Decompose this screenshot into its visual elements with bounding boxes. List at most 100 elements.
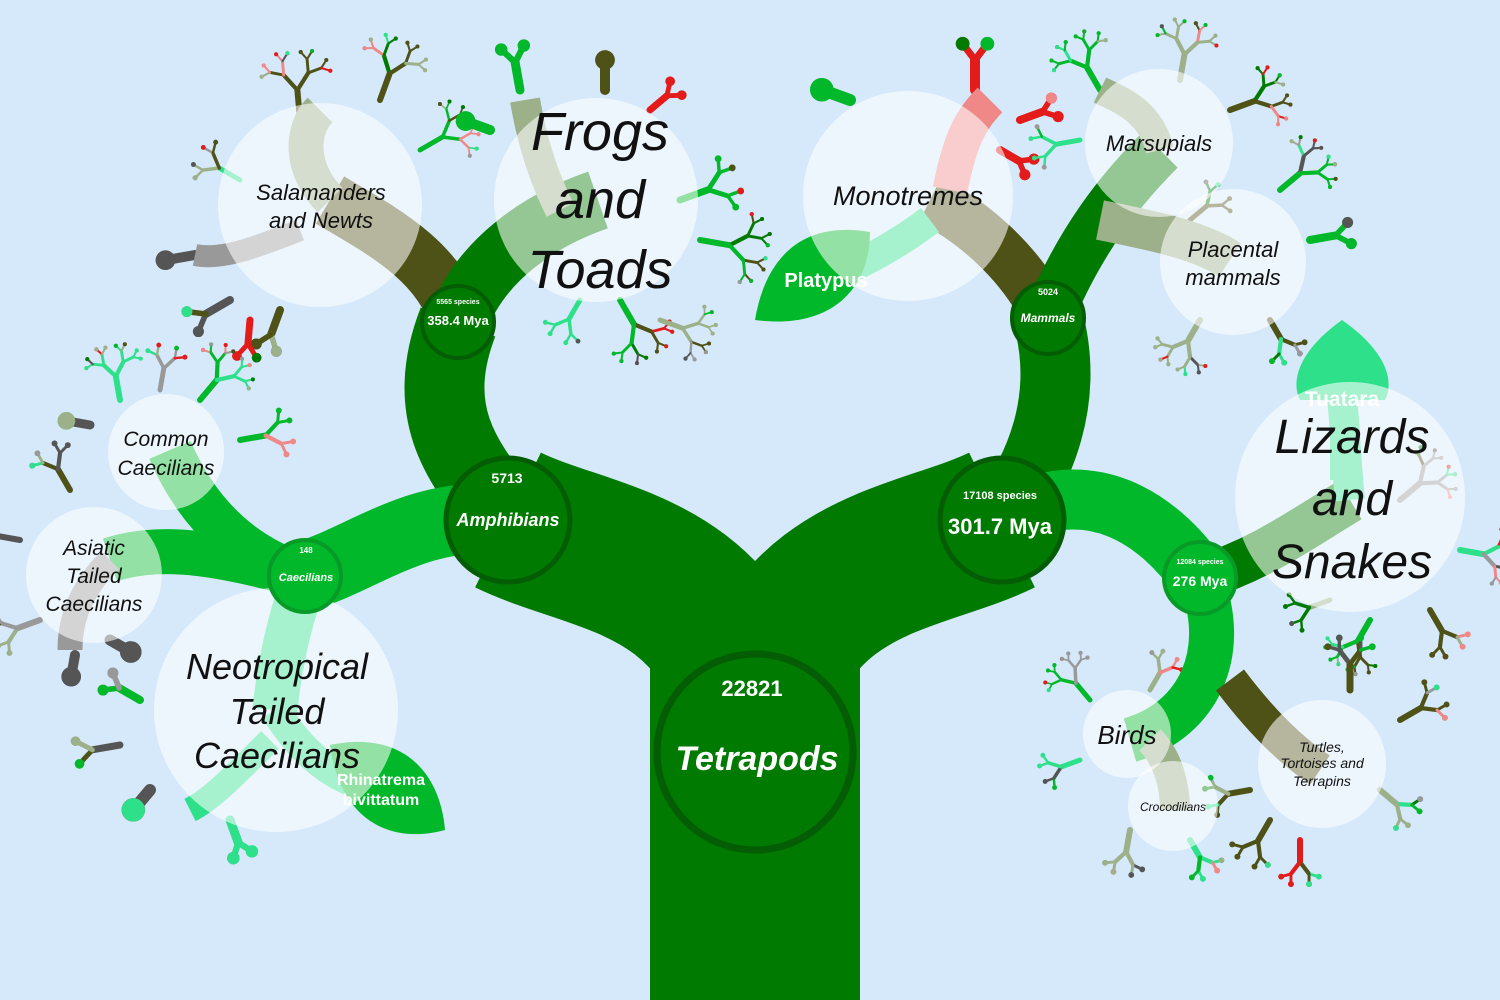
twig bbox=[1158, 665, 1175, 675]
twig bbox=[1068, 58, 1090, 70]
placentals-label-2[interactable]: mammals bbox=[1185, 265, 1280, 290]
twig-tip bbox=[200, 145, 206, 150]
rhinatrema-label-1[interactable]: Rhinatrema bbox=[337, 772, 425, 789]
placentals-label-1[interactable]: Placental bbox=[1188, 237, 1280, 262]
node-sauropsids[interactable] bbox=[1162, 540, 1238, 616]
asiatic-label-3[interactable]: Caecilians bbox=[46, 593, 143, 616]
twig bbox=[440, 118, 452, 139]
frogs-label-3[interactable]: Toads bbox=[527, 240, 672, 300]
caecilians-count: 148 bbox=[299, 546, 313, 555]
asiatic-label-2[interactable]: Tailed bbox=[66, 565, 123, 588]
common-caecilians-label-2[interactable]: Caecilians bbox=[118, 457, 215, 480]
twig-tip bbox=[1298, 135, 1303, 140]
tuatara-label[interactable]: Tuatara bbox=[1305, 388, 1380, 411]
twig-tip bbox=[710, 331, 715, 336]
twig bbox=[0, 533, 23, 543]
twig-tip bbox=[542, 319, 548, 325]
twig bbox=[1073, 680, 1093, 703]
twig bbox=[1494, 576, 1500, 584]
neotropical-label-1[interactable]: Neotropical bbox=[186, 646, 369, 687]
twig-tip bbox=[182, 354, 188, 360]
twig-tip bbox=[1299, 627, 1305, 633]
twig-tip bbox=[1289, 139, 1294, 144]
lizards-label-3[interactable]: Snakes bbox=[1272, 536, 1432, 589]
bubble-neotropical bbox=[154, 588, 398, 832]
common-caecilians-label-1[interactable]: Common bbox=[123, 428, 208, 451]
twig-tip bbox=[1218, 857, 1225, 864]
platypus-label[interactable]: Platypus bbox=[784, 270, 867, 292]
twig bbox=[1185, 338, 1193, 360]
twig-tip bbox=[1284, 116, 1289, 121]
frogs-label-2[interactable]: and bbox=[555, 170, 647, 230]
frogs-label-1[interactable]: Frogs bbox=[531, 102, 669, 162]
twig-tip bbox=[250, 377, 255, 382]
node-batrachia[interactable] bbox=[420, 284, 496, 360]
twig bbox=[629, 322, 637, 346]
twig bbox=[1293, 601, 1312, 610]
bubble-monotremes bbox=[803, 91, 1013, 301]
turtles-label-3[interactable]: Terrapins bbox=[1293, 773, 1351, 789]
twig-tip bbox=[1306, 881, 1312, 887]
twig-tip bbox=[415, 44, 420, 49]
twig-tip bbox=[1183, 372, 1188, 377]
twig-tip bbox=[121, 798, 146, 822]
twig bbox=[631, 322, 654, 334]
bubble-placentals bbox=[1160, 189, 1306, 335]
twig bbox=[1262, 80, 1277, 88]
twig-tip bbox=[455, 111, 476, 131]
twig-tip bbox=[213, 139, 219, 145]
bubble-birds bbox=[1083, 690, 1171, 778]
twig-tip bbox=[654, 349, 659, 354]
twig bbox=[232, 365, 244, 378]
twig-tip bbox=[1281, 359, 1288, 366]
birds-label[interactable]: Birds bbox=[1097, 720, 1156, 750]
twig-tip bbox=[138, 356, 143, 361]
twig bbox=[1457, 547, 1487, 558]
twig-tip bbox=[765, 243, 770, 248]
tetrapods-count: 22821 bbox=[721, 676, 782, 701]
lizards-label-2[interactable]: and bbox=[1312, 473, 1393, 526]
neotropical-label-3[interactable]: Caecilians bbox=[194, 735, 360, 776]
twig-tip bbox=[1045, 92, 1057, 104]
salamanders-label-1[interactable]: Salamanders bbox=[256, 180, 386, 205]
asiatic-label-1[interactable]: Asiatic bbox=[61, 537, 125, 560]
node-amphibians[interactable] bbox=[443, 455, 573, 585]
twig bbox=[306, 66, 323, 75]
node-caecilians[interactable] bbox=[267, 538, 343, 614]
twig-tip bbox=[1045, 668, 1050, 673]
twig bbox=[1196, 855, 1203, 873]
twig bbox=[1196, 39, 1211, 44]
salamanders-label-2[interactable]: and Newts bbox=[269, 208, 373, 233]
twig-tip bbox=[1188, 874, 1195, 881]
twig bbox=[201, 166, 221, 172]
node-tetrapods[interactable] bbox=[653, 650, 857, 854]
twig-tip bbox=[1214, 43, 1219, 48]
twig bbox=[1316, 163, 1329, 174]
twig bbox=[1340, 638, 1361, 650]
twig-tip bbox=[261, 63, 266, 68]
twig bbox=[1174, 36, 1187, 57]
marsupials-label[interactable]: Marsupials bbox=[1106, 131, 1212, 156]
twig bbox=[162, 356, 177, 371]
twig bbox=[567, 317, 573, 336]
twig bbox=[404, 49, 412, 65]
lizards-label-1[interactable]: Lizards bbox=[1275, 411, 1430, 464]
node-amniotes[interactable] bbox=[937, 455, 1067, 585]
rhinatrema-label-2[interactable]: bivittatum bbox=[343, 792, 419, 809]
twig-tip bbox=[1166, 362, 1171, 367]
twig-tip bbox=[1393, 825, 1399, 831]
twig-tip bbox=[1066, 651, 1071, 656]
node-mammals[interactable] bbox=[1010, 280, 1086, 356]
twig-tip bbox=[1200, 875, 1206, 882]
twig-tip bbox=[1328, 184, 1333, 190]
neotropical-label-2[interactable]: Tailed bbox=[230, 691, 326, 732]
twig-tip bbox=[437, 101, 442, 106]
twig bbox=[0, 640, 11, 647]
twig-tip bbox=[702, 304, 707, 309]
node-labels: 22821 Tetrapods 5713 Amphibians 17108 sp… bbox=[279, 287, 1228, 778]
crocodilians-label[interactable]: Crocodilians bbox=[1140, 800, 1206, 814]
turtles-label-2[interactable]: Tortoises and bbox=[1280, 755, 1365, 771]
turtles-label-1[interactable]: Turtles, bbox=[1299, 739, 1345, 755]
monotremes-label[interactable]: Monotremes bbox=[833, 181, 983, 211]
twig-tip bbox=[298, 50, 303, 55]
